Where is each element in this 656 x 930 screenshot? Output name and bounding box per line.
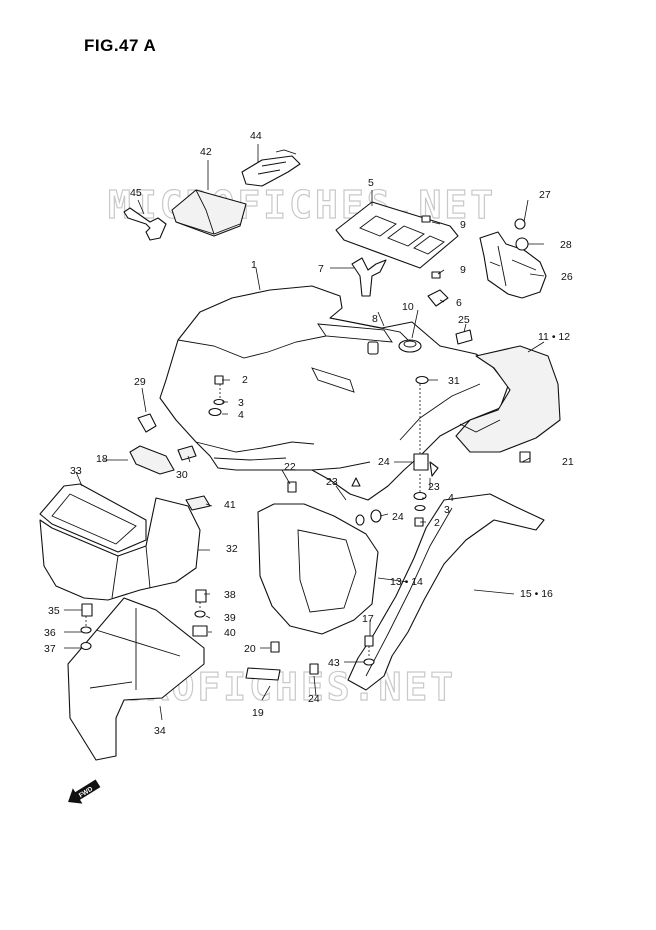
callout-31: 31 <box>448 375 460 387</box>
part-32-box <box>39 497 201 601</box>
callout-24c: 24 <box>308 693 320 705</box>
fasteners <box>80 375 531 681</box>
part-27-bolt <box>514 218 526 230</box>
part-25-block <box>455 329 473 345</box>
callout-4b: 4 <box>448 492 454 504</box>
part-41-sticker <box>185 495 211 511</box>
callout-24a: 24 <box>378 456 390 468</box>
callout-27: 27 <box>539 189 551 201</box>
callout-22: 22 <box>284 461 296 473</box>
callout-9b: 9 <box>460 264 466 276</box>
callout-28: 28 <box>560 239 572 251</box>
callout-36: 36 <box>44 627 56 639</box>
part-13-14-inner-fender <box>257 503 379 635</box>
part-8-grommet <box>367 341 379 355</box>
callout-29: 29 <box>134 376 146 388</box>
callout-21: 21 <box>562 456 574 468</box>
callout-17: 17 <box>362 613 374 625</box>
callout-2b: 2 <box>434 517 440 529</box>
part-15-16-mudguard <box>347 493 545 691</box>
callout-37: 37 <box>44 643 56 655</box>
callout-30: 30 <box>176 469 188 481</box>
figure-title: FIG.47 A <box>84 36 157 55</box>
part-11-12-flap <box>455 345 561 453</box>
callout-41: 41 <box>224 499 236 511</box>
part-34-guard <box>67 597 205 761</box>
callout-3b: 3 <box>444 504 450 516</box>
callout-23a: 23 <box>428 481 440 493</box>
fwd-direction-arrow: FWD <box>68 779 101 804</box>
callout-1: 1 <box>251 259 257 271</box>
callout-25: 25 <box>458 314 470 326</box>
callout-13-14: 13 • 14 <box>390 576 423 588</box>
callout-4a: 4 <box>238 409 244 421</box>
callout-20: 20 <box>244 643 256 655</box>
part-7-bracket <box>351 257 387 297</box>
part-33-frame <box>39 483 147 553</box>
watermark-top: MICROFICHES.NET <box>108 183 496 227</box>
part-42-pad <box>171 189 247 237</box>
part-18-pad <box>129 445 175 475</box>
callout-15-16: 15 • 16 <box>520 588 553 600</box>
callout-32: 32 <box>226 543 238 555</box>
callout-23b: 23 <box>326 476 338 488</box>
callout-2a: 2 <box>242 374 248 386</box>
callout-40: 40 <box>224 627 236 639</box>
callout-33: 33 <box>70 465 82 477</box>
callout-18: 18 <box>96 453 108 465</box>
part-9-screws <box>421 215 441 279</box>
callout-6: 6 <box>456 297 462 309</box>
part-1-rear-fender <box>159 285 509 501</box>
part-44-clip <box>241 149 301 187</box>
callout-39: 39 <box>224 612 236 624</box>
part-10-cap <box>398 339 422 353</box>
callout-43: 43 <box>328 657 340 669</box>
callout-38: 38 <box>224 589 236 601</box>
part-26-mount <box>479 218 547 299</box>
callout-8: 8 <box>372 313 378 325</box>
part-29-pad <box>137 413 157 433</box>
part-30-sticker <box>177 445 197 461</box>
callout-24b: 24 <box>392 511 404 523</box>
callout-45: 45 <box>130 187 142 199</box>
callout-3a: 3 <box>238 397 244 409</box>
callout-5: 5 <box>368 177 374 189</box>
callout-35: 35 <box>48 605 60 617</box>
part-28-nut <box>515 237 529 251</box>
part-45-wrench <box>123 207 167 241</box>
part-6-clip <box>427 289 449 307</box>
callout-11-12: 11 • 12 <box>538 331 570 343</box>
callout-26: 26 <box>561 271 573 283</box>
leader-lines <box>64 144 545 721</box>
callout-19: 19 <box>252 707 264 719</box>
callout-44: 44 <box>250 130 262 142</box>
callout-34: 34 <box>154 725 166 737</box>
callout-9a: 9 <box>460 219 466 231</box>
callout-7: 7 <box>318 263 324 275</box>
callout-labels: 44 42 45 5 9 27 28 26 7 9 6 1 10 8 25 11… <box>44 130 574 737</box>
callout-10: 10 <box>402 301 414 313</box>
callout-42: 42 <box>200 146 212 158</box>
